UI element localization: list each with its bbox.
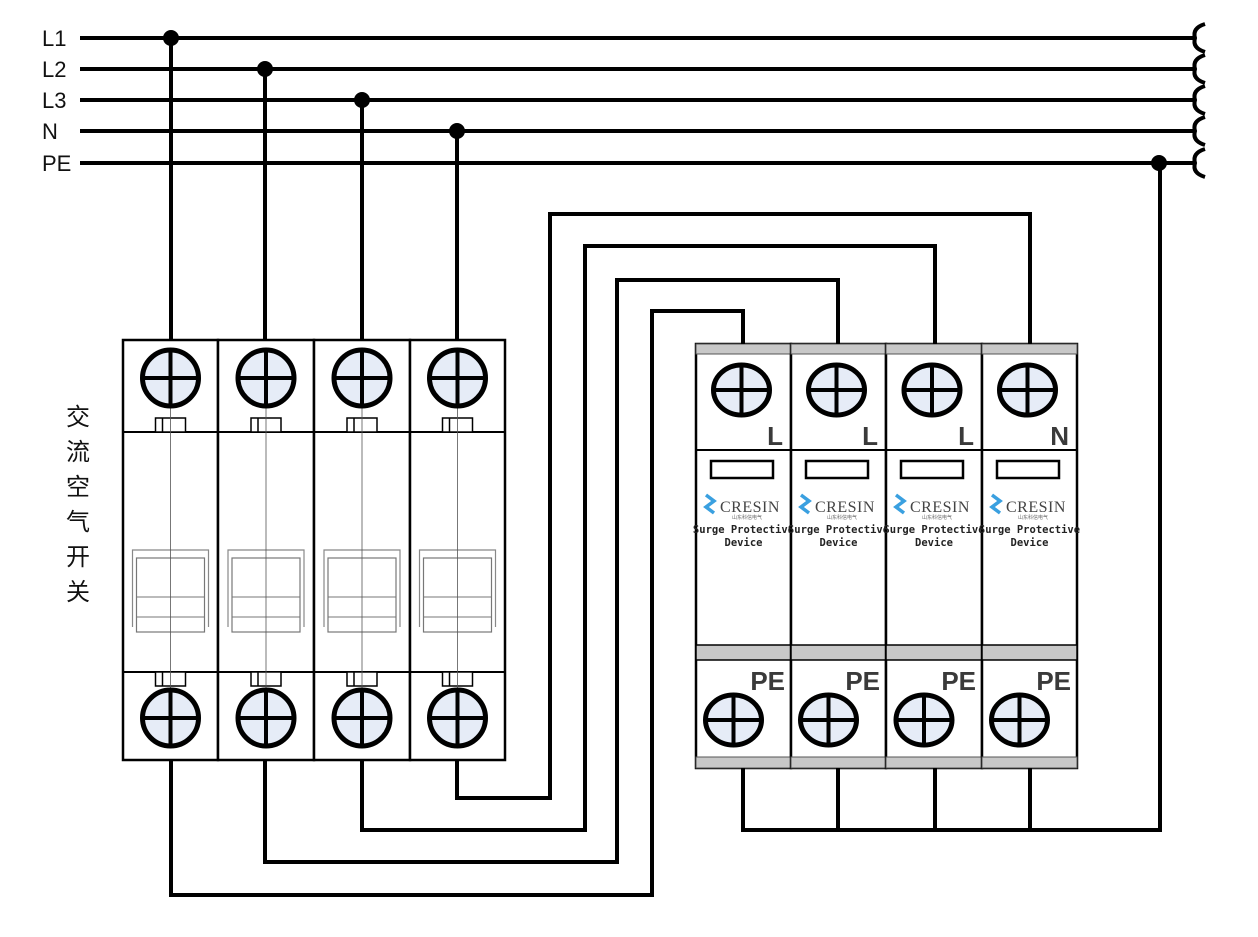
- terminal-screw-icon: [331, 687, 393, 749]
- cresin-logo-icon: [703, 493, 717, 515]
- product-name-line2: Device: [820, 537, 858, 549]
- breaker-pole-2: [216, 338, 316, 762]
- brand-name: CRESIN: [1006, 499, 1066, 516]
- brand-subtitle: 山东科信电气: [922, 514, 952, 521]
- status-window: [899, 459, 965, 480]
- terminal-screw-icon: [798, 692, 859, 748]
- terminal-label-top: L: [958, 421, 974, 451]
- mid-strip: [790, 644, 887, 661]
- brand-name: CRESIN: [720, 499, 780, 516]
- bus-end-connector: [1192, 147, 1206, 179]
- cresin-logo-icon: [893, 493, 907, 515]
- cresin-logo-icon: [798, 493, 812, 515]
- logo-mark: [798, 493, 812, 515]
- bus-label-l1: L1: [42, 26, 66, 51]
- terminal-screw-icon: [703, 692, 764, 748]
- terminal-screw-icon: [235, 347, 297, 409]
- brand-name: CRESIN: [910, 499, 970, 516]
- breaker-pole-1: [121, 338, 220, 762]
- connection-wires: [169, 38, 1162, 897]
- logo-mark: [893, 493, 907, 515]
- status-window: [995, 459, 1061, 480]
- ac-air-circuit-breaker: [121, 338, 507, 762]
- terminal-screw-icon: [901, 362, 963, 418]
- cresin-logo-icon: [989, 493, 1003, 515]
- product-name-line1: Surge Protective: [693, 524, 794, 536]
- terminal-label-top: L: [767, 421, 783, 451]
- brand-name: CRESIN: [815, 499, 875, 516]
- terminal-label-bottom: PE: [1036, 666, 1071, 696]
- terminal-label-top: N: [1050, 421, 1069, 451]
- bus-label-l3: L3: [42, 88, 66, 113]
- pe-ground-wire: [741, 163, 1162, 832]
- status-window: [804, 459, 870, 480]
- terminal-screw-icon: [806, 362, 867, 418]
- brand-subtitle: 山东科信电气: [732, 514, 762, 521]
- logo-mark: [989, 493, 1003, 515]
- terminal-label-bottom: PE: [941, 666, 976, 696]
- bus-end-connector: [1192, 53, 1206, 85]
- top-strip: [790, 343, 887, 355]
- breaker-to-spd-wire: [263, 278, 840, 864]
- bus-end-connector: [1192, 22, 1206, 54]
- terminal-label-top: L: [862, 421, 878, 451]
- brand-subtitle: 山东科信电气: [1018, 514, 1048, 521]
- top-strip: [981, 343, 1078, 355]
- breaker-label: 交流空气开关: [66, 403, 90, 606]
- terminal-screw-icon: [331, 347, 393, 409]
- terminal-label-bottom: PE: [750, 666, 785, 696]
- terminal-screw-icon: [711, 362, 772, 418]
- terminal-screw-icon: [893, 692, 955, 748]
- bottom-strip: [695, 756, 792, 769]
- terminal-screw-icon: [427, 687, 488, 749]
- breaker-pole-3: [312, 338, 412, 762]
- product-name-line1: Surge Protective: [883, 524, 984, 536]
- bottom-strip: [790, 756, 887, 769]
- status-window: [709, 459, 775, 480]
- brand-subtitle: 山东科信电气: [827, 514, 857, 521]
- mid-strip: [981, 644, 1078, 661]
- terminal-screw-icon: [140, 347, 201, 409]
- breaker-to-spd-wire: [360, 244, 937, 832]
- breaker-pole-4: [408, 338, 507, 762]
- top-strip: [695, 343, 792, 355]
- bus-label-l2: L2: [42, 57, 66, 82]
- product-name-line2: Device: [1011, 537, 1049, 549]
- product-name-line2: Device: [915, 537, 953, 549]
- bottom-strip: [885, 756, 983, 769]
- breaker-to-spd-wire: [169, 309, 745, 897]
- product-name-line2: Device: [725, 537, 763, 549]
- product-name-line1: Surge Protective: [788, 524, 889, 536]
- bus-label-pe: PE: [42, 151, 71, 176]
- terminal-screw-icon: [997, 362, 1058, 418]
- bus-end-connector: [1192, 84, 1206, 116]
- top-strip: [885, 343, 983, 355]
- product-name-line1: Surge Protective: [979, 524, 1080, 536]
- terminal-screw-icon: [989, 692, 1050, 748]
- terminal-screw-icon: [235, 687, 297, 749]
- mid-strip: [695, 644, 792, 661]
- terminal-screw-icon: [427, 347, 488, 409]
- bus-end-connector: [1192, 115, 1206, 147]
- breaker-to-spd-wire: [455, 212, 1032, 800]
- logo-mark: [703, 493, 717, 515]
- terminal-label-bottom: PE: [845, 666, 880, 696]
- mid-strip: [885, 644, 983, 661]
- bus-label-n: N: [42, 119, 58, 144]
- terminal-screw-icon: [140, 687, 201, 749]
- bottom-strip: [981, 756, 1078, 769]
